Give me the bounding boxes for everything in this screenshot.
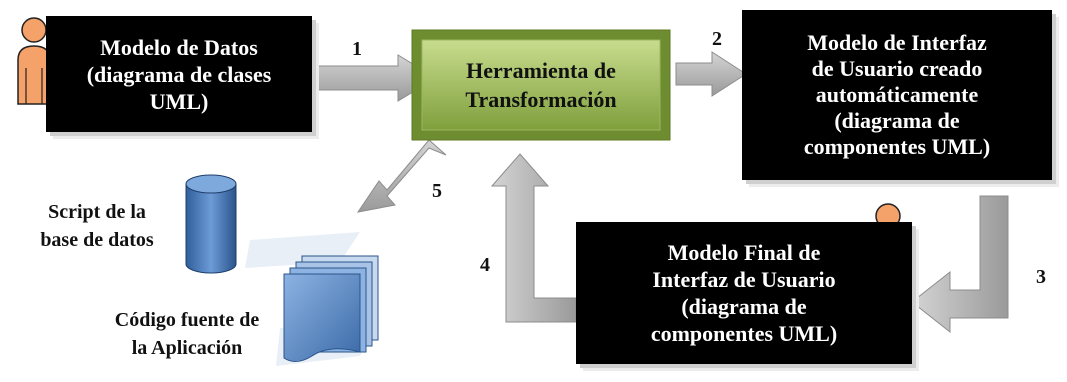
data-model-box: Modelo de Datos (diagrama de clases UML) <box>46 16 312 132</box>
arrow-5 <box>356 139 447 213</box>
arrow-3 <box>911 195 1009 334</box>
arrow-label-3: 3 <box>1036 266 1046 288</box>
document-stack-icon <box>276 255 379 366</box>
app-source-label: Código fuente de la Aplicación <box>114 309 260 359</box>
db-script-label: Script de la base de datos <box>40 201 154 251</box>
arrow-label-1: 1 <box>352 38 362 60</box>
arrow-label-5: 5 <box>432 180 442 202</box>
ui-model-final-box: Modelo Final de Interfaz de Usuario (dia… <box>576 222 912 364</box>
arrow-4 <box>490 153 577 323</box>
arrow-label-2: 2 <box>712 28 722 50</box>
ui-model-auto-box: Modelo de Interfaz de Usuario creado aut… <box>742 10 1052 180</box>
arrow-label-4: 4 <box>480 254 490 276</box>
arrow-2 <box>675 51 747 97</box>
transform-tool-box: Herramienta de Transformación <box>465 58 617 112</box>
